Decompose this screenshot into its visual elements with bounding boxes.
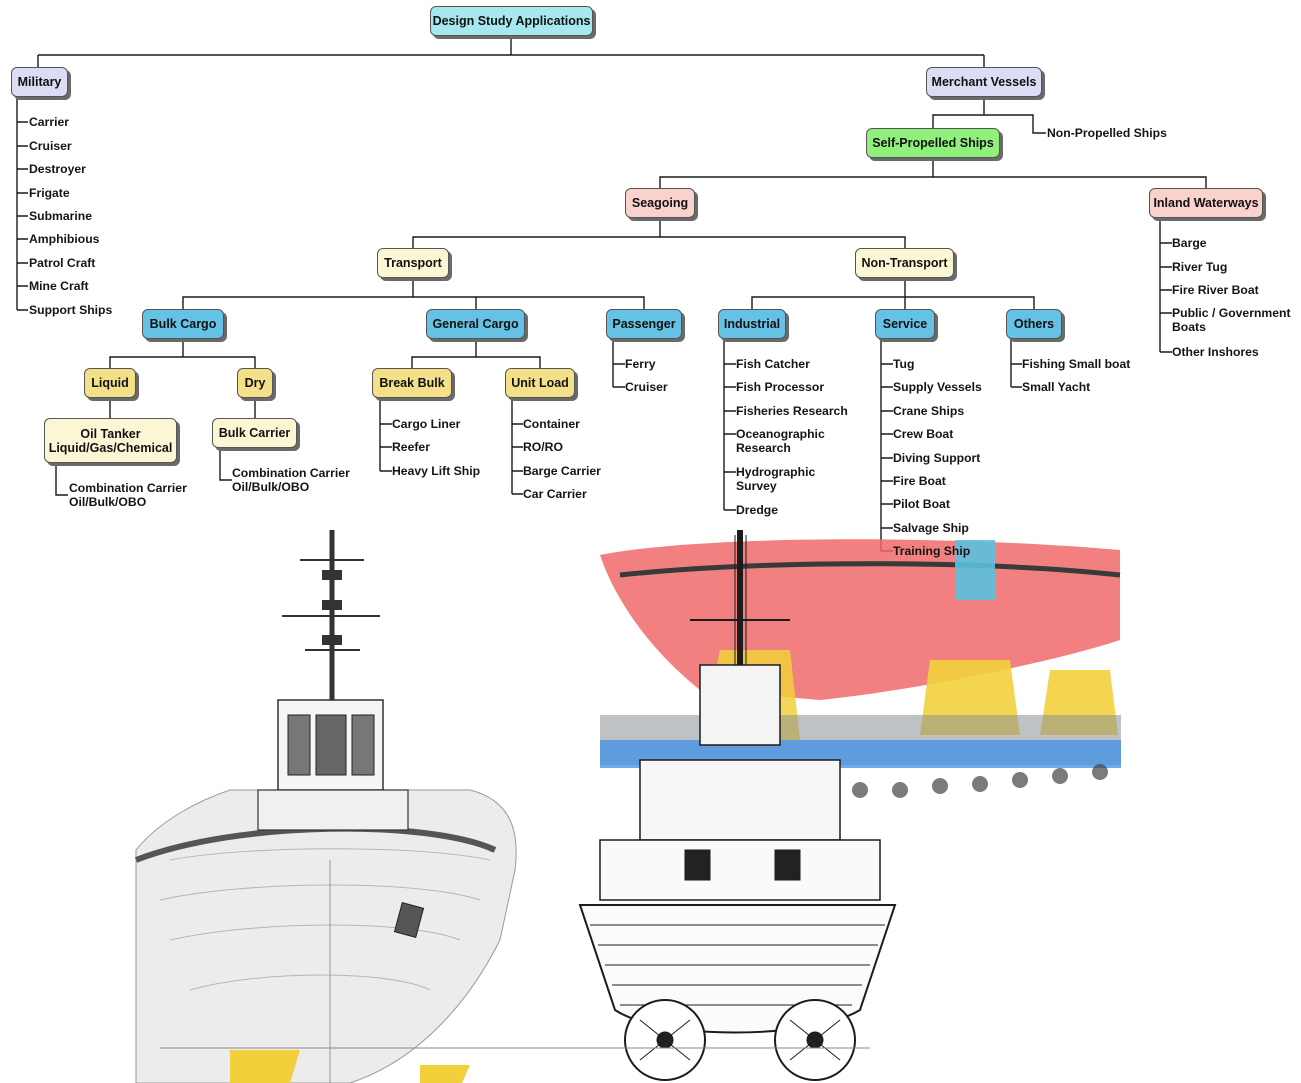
tug-stern-line-drawing — [160, 530, 897, 1081]
list-item: Hydrographic Survey — [736, 465, 816, 493]
service-node: Service — [875, 309, 935, 339]
list-item: Salvage Ship — [893, 521, 969, 535]
list-item: Crew Boat — [893, 427, 954, 441]
military-node: Military — [11, 67, 68, 97]
combination-carrier-line1: Combination Carrier — [69, 481, 187, 495]
list-item: Submarine — [29, 209, 92, 223]
list-item: Car Carrier — [523, 487, 587, 501]
list-item: Cruiser — [625, 380, 668, 394]
list-item: Container — [523, 417, 580, 431]
list-item: RO/RO — [523, 440, 563, 454]
list-item: Tug — [893, 357, 915, 371]
list-item: Cargo Liner — [392, 417, 461, 431]
list-item: Fish Processor — [736, 380, 825, 394]
list-item: Small Yacht — [1022, 380, 1091, 394]
merchant-vessels-node: Merchant Vessels — [926, 67, 1042, 97]
list-item: Ferry — [625, 357, 656, 371]
list-item: Fire River Boat — [1172, 283, 1259, 297]
combination-carrier-line2: Oil/Bulk/OBO — [69, 495, 147, 509]
passenger-node: Passenger — [606, 309, 682, 339]
list-item: Carrier — [29, 115, 69, 129]
list-item: Pilot Boat — [893, 497, 950, 511]
root-node: Design Study Applications — [430, 6, 593, 36]
list-item: Training Ship — [893, 544, 971, 558]
list-item: Diving Support — [893, 451, 981, 465]
list-item: Crane Ships — [893, 404, 965, 418]
list-item: Destroyer — [29, 162, 86, 176]
industrial-node: Industrial — [718, 309, 786, 339]
liquid-node: Liquid — [84, 368, 136, 398]
list-item: Cruiser — [29, 139, 72, 153]
bulk-cargo-node: Bulk Cargo — [142, 309, 224, 339]
list-item: Other Inshores — [1172, 345, 1259, 359]
list-item: Supply Vessels — [893, 380, 982, 394]
combination-carrier-label: Combination Carrier Oil/Bulk/OBO — [232, 466, 350, 494]
oil-tanker-node: Oil Tanker Liquid/Gas/Chemical — [44, 418, 177, 463]
non-transport-node: Non-Transport — [855, 248, 954, 278]
tug-wireframe-illustration — [134, 530, 517, 1083]
list-item: Fire Boat — [893, 474, 946, 488]
list-item: Barge — [1172, 236, 1207, 250]
general-cargo-node: General Cargo — [426, 309, 525, 339]
list-item: Patrol Craft — [29, 256, 96, 270]
oil-tanker-subtitle: Liquid/Gas/Chemical — [48, 440, 173, 455]
dry-node: Dry — [237, 368, 273, 398]
list-item: Fishing Small boat — [1022, 357, 1131, 371]
combination-carrier-label: Combination Carrier Oil/Bulk/OBO — [69, 481, 187, 509]
list-item: Public / Government Boats — [1172, 306, 1291, 334]
list-item: River Tug — [1172, 260, 1228, 274]
hull-on-transporter-illustration — [600, 539, 1121, 798]
transport-node: Transport — [377, 248, 449, 278]
combination-carrier-line2: Oil/Bulk/OBO — [232, 480, 310, 494]
non-propelled-ships-label: Non-Propelled Ships — [1047, 126, 1167, 140]
list-item: Frigate — [29, 186, 70, 200]
list-item: Fisheries Research — [736, 404, 848, 418]
others-node: Others — [1006, 309, 1062, 339]
break-bulk-node: Break Bulk — [372, 368, 452, 398]
list-item: Support Ships — [29, 303, 113, 317]
list-item: Barge Carrier — [523, 464, 601, 478]
oil-tanker-title: Oil Tanker — [80, 426, 141, 441]
list-item: Amphibious — [29, 232, 100, 246]
list-item: Dredge — [736, 503, 778, 517]
list-item: Heavy Lift Ship — [392, 464, 481, 478]
list-item: Oceanographic Research — [736, 427, 825, 455]
list-item: Fish Catcher — [736, 357, 810, 371]
unit-load-node: Unit Load — [505, 368, 575, 398]
list-item: Mine Craft — [29, 279, 89, 293]
list-item: Reefer — [392, 440, 430, 454]
combination-carrier-line1: Combination Carrier — [232, 466, 350, 480]
seagoing-node: Seagoing — [625, 188, 695, 218]
self-propelled-node: Self-Propelled Ships — [866, 128, 1000, 158]
inland-waterways-node: Inland Waterways — [1149, 188, 1263, 218]
bulk-carrier-node: Bulk Carrier — [212, 418, 297, 448]
